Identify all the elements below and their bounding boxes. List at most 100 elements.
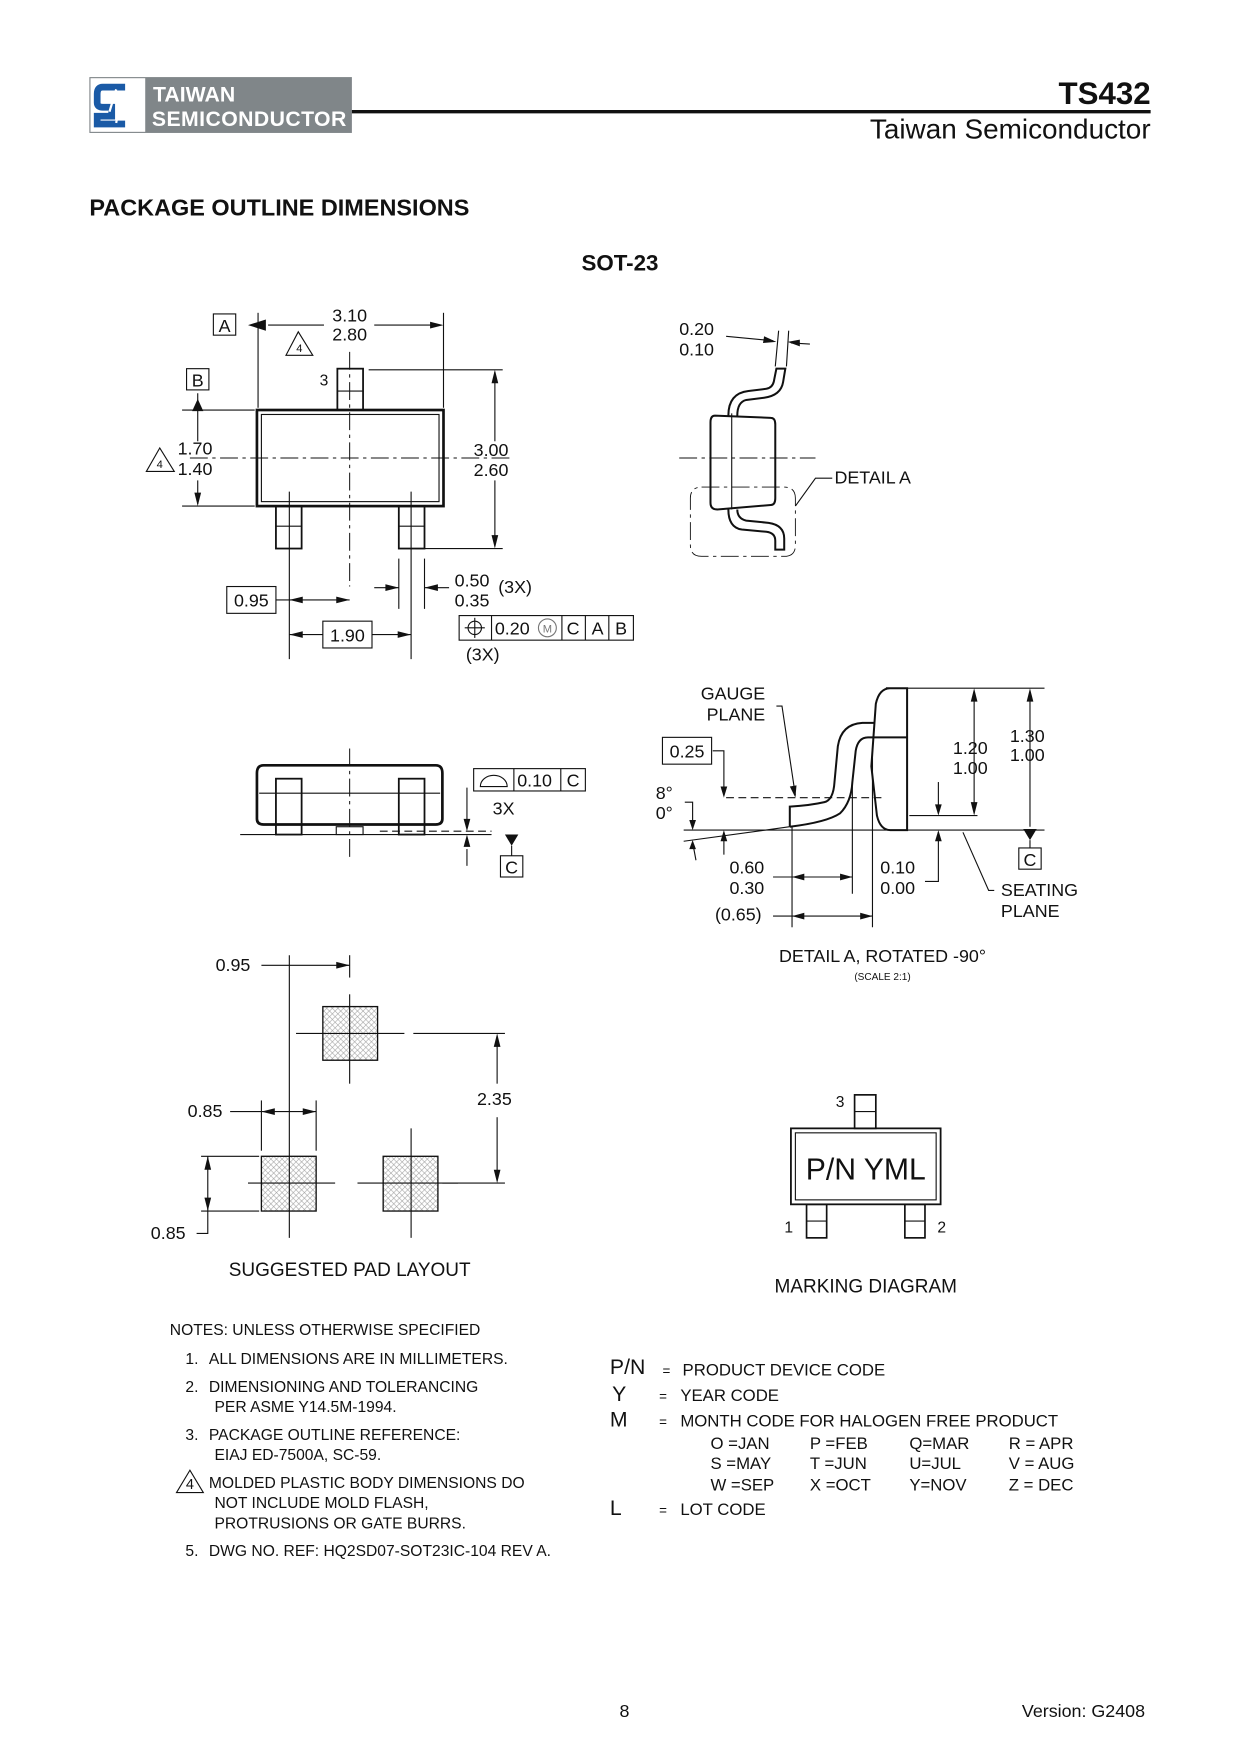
part-number: TS432 bbox=[1059, 76, 1151, 111]
detail-a-caption: DETAIL A, ROTATED -90° bbox=[779, 946, 986, 966]
marking-diagram-drawing bbox=[790, 1094, 942, 1239]
flatness-frame bbox=[473, 768, 586, 792]
gauge-plane-label-2: PLANE bbox=[707, 705, 766, 725]
pad-layout-drawing bbox=[196, 955, 505, 1238]
datum-c: C bbox=[1024, 850, 1037, 870]
month-code: Z = DEC bbox=[1009, 1475, 1074, 1494]
fcf-datum-c: C bbox=[567, 619, 580, 639]
dim-thk-min: 0.10 bbox=[679, 339, 714, 359]
mmc-circle-icon bbox=[537, 618, 557, 638]
dim-foot-min: 0.30 bbox=[729, 878, 764, 898]
legend-desc: LOT CODE bbox=[680, 1500, 765, 1519]
notes-heading: NOTES: UNLESS OTHERWISE SPECIFIED bbox=[170, 1322, 481, 1339]
pad-layout-caption: SUGGESTED PAD LAYOUT bbox=[229, 1260, 471, 1281]
datum-c: C bbox=[505, 858, 518, 878]
note-number: 5. bbox=[185, 1543, 198, 1560]
fcf-tolerance: 0.20 bbox=[495, 619, 530, 639]
dim-body-max: 1.70 bbox=[178, 439, 213, 459]
month-code: P =FEB bbox=[810, 1434, 868, 1453]
datum-b-box bbox=[185, 368, 210, 391]
note-text: PROTRUSIONS OR GATE BURRS. bbox=[214, 1515, 465, 1532]
position-symbol-icon bbox=[464, 617, 485, 638]
logo-text-line1: TAIWAN bbox=[153, 84, 235, 107]
company-name: Taiwan Semiconductor bbox=[870, 114, 1151, 145]
marking-text: P/N YML bbox=[806, 1154, 926, 1187]
note-number: 4 bbox=[186, 1477, 194, 1493]
legend-key: M bbox=[610, 1409, 628, 1432]
dim-thk-max: 0.20 bbox=[679, 319, 714, 339]
pad-span: 2.35 bbox=[477, 1089, 512, 1109]
month-code: S =MAY bbox=[710, 1454, 771, 1473]
dim-h1-max: 1.20 bbox=[953, 738, 988, 758]
top-view-drawing bbox=[182, 312, 514, 660]
month-code: O =JAN bbox=[710, 1434, 769, 1453]
note-flag-triangle-icon bbox=[145, 446, 176, 473]
package-name: SOT-23 bbox=[582, 250, 659, 275]
basic-dim-box bbox=[226, 585, 277, 614]
datum-c-box bbox=[499, 855, 524, 878]
note-text: DWG NO. REF: HQ2SD07-SOT23IC-104 REV A. bbox=[209, 1543, 551, 1560]
month-code: T =JUN bbox=[810, 1454, 867, 1473]
note-text: ALL DIMENSIONS ARE IN MILLIMETERS. bbox=[209, 1351, 508, 1368]
legend-key: Y bbox=[612, 1383, 626, 1406]
note-text: PER ASME Y14.5M-1994. bbox=[214, 1399, 396, 1416]
dim-h2-min: 1.00 bbox=[1010, 745, 1045, 765]
legend-eq: = bbox=[662, 1363, 670, 1378]
basic-dim-box bbox=[661, 736, 713, 765]
dim-standoff-max: 0.10 bbox=[880, 858, 915, 878]
note-text: MOLDED PLASTIC BODY DIMENSIONS DO bbox=[209, 1475, 525, 1492]
month-code: U=JUL bbox=[909, 1454, 961, 1473]
datum-c-box bbox=[1018, 847, 1042, 870]
marking-pin-3: 3 bbox=[836, 1094, 845, 1111]
dim-h1-min: 1.00 bbox=[953, 758, 988, 778]
detail-a-scale: (SCALE 2:1) bbox=[854, 972, 910, 983]
dim-lead-count: (3X) bbox=[498, 577, 532, 597]
page-number: 8 bbox=[619, 1701, 629, 1721]
dim-lead-max: 0.50 bbox=[455, 571, 490, 591]
note-text: NOT INCLUDE MOLD FLASH, bbox=[214, 1495, 428, 1512]
detail-a-drawing bbox=[683, 687, 1045, 928]
note-flag-triangle-icon bbox=[175, 1469, 205, 1494]
pad-pitch: 0.95 bbox=[216, 955, 251, 975]
note-text: PACKAGE OUTLINE REFERENCE: bbox=[209, 1427, 460, 1444]
dim-width-max: 3.10 bbox=[332, 306, 367, 326]
logo-text-line2: SEMICONDUCTOR bbox=[152, 108, 346, 131]
month-code: X =OCT bbox=[810, 1475, 871, 1494]
ts-logo-icon bbox=[93, 83, 126, 128]
month-code: V = AUG bbox=[1009, 1454, 1075, 1473]
note-flag: 4 bbox=[296, 343, 302, 355]
month-code: R = APR bbox=[1009, 1434, 1074, 1453]
legend-eq: = bbox=[659, 1415, 667, 1430]
datum-b: B bbox=[192, 371, 204, 391]
seating-plane-label-2: PLANE bbox=[1001, 901, 1060, 921]
legend-key: P/N bbox=[610, 1356, 645, 1379]
dim-height-max: 3.00 bbox=[474, 440, 509, 460]
month-code: Q=MAR bbox=[909, 1434, 969, 1453]
legend-key: L bbox=[610, 1497, 622, 1520]
flatness-value: 0.10 bbox=[517, 771, 552, 791]
angle-min: 0° bbox=[656, 803, 673, 823]
note-text: DIMENSIONING AND TOLERANCING bbox=[209, 1379, 478, 1396]
fcf-modifier: M bbox=[543, 623, 552, 635]
dim-width-min: 2.80 bbox=[332, 325, 367, 345]
seating-plane-label-1: SEATING bbox=[1001, 880, 1078, 900]
gauge-plane-label-1: GAUGE bbox=[701, 683, 766, 703]
flatness-symbol-icon bbox=[479, 774, 508, 788]
pad-height: 0.85 bbox=[151, 1223, 186, 1243]
pin-3-label: 3 bbox=[320, 372, 329, 389]
notes-block: NOTES: UNLESS OTHERWISE SPECIFIED 1. ALL… bbox=[170, 1322, 551, 1560]
marking-pin-1: 1 bbox=[784, 1219, 793, 1236]
month-code: W =SEP bbox=[710, 1475, 774, 1494]
marking-legend: P/N = PRODUCT DEVICE CODE Y = YEAR CODE … bbox=[610, 1356, 1074, 1520]
fcf-datum-a: A bbox=[592, 619, 604, 639]
angle-max: 8° bbox=[656, 783, 673, 803]
feature-control-frame: 0.20 M C A B bbox=[458, 615, 634, 641]
dim-standoff-min: 0.00 bbox=[880, 878, 915, 898]
dim-body-min: 1.40 bbox=[178, 459, 213, 479]
fcf-count: (3X) bbox=[466, 644, 500, 664]
legend-desc: PRODUCT DEVICE CODE bbox=[683, 1360, 886, 1379]
dim-pitch2: 1.90 bbox=[330, 625, 365, 645]
month-code: Y=NOV bbox=[909, 1475, 967, 1494]
marking-caption: MARKING DIAGRAM bbox=[775, 1277, 957, 1298]
